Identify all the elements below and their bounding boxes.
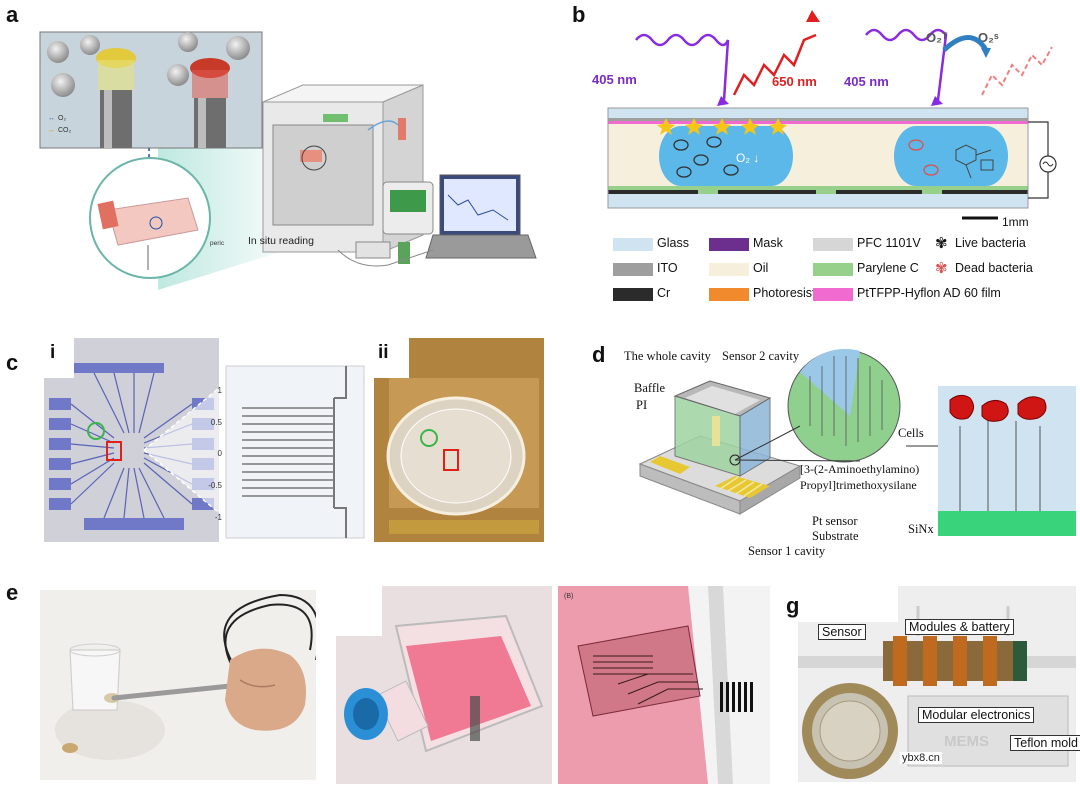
panel-a-label: a	[6, 2, 19, 27]
o2-singlet: O₂ˢ	[978, 30, 999, 45]
legend-photoresist: Photoresist	[753, 286, 816, 300]
dead-bacteria-icon: ✾	[935, 260, 948, 277]
legend-swatch-parylene	[813, 263, 853, 276]
watermark-url: ybx8.cn	[900, 752, 942, 764]
label-whole-cavity: The whole cavity	[624, 349, 711, 363]
svg-text:↔: ↔	[48, 127, 55, 134]
legend-mask: Mask	[753, 236, 783, 250]
legend-pfc: PFC 1101V	[857, 236, 921, 250]
ytick-neg1: -1	[215, 513, 223, 522]
panel-f-photo-sensor: (B)	[558, 586, 770, 784]
wavelength-405-right: 405 nm	[844, 74, 889, 89]
legend-pttfpp: PtTFPP-Hyflon AD 60 film	[857, 286, 1001, 300]
o2-decrease-label: O₂ ↓	[736, 151, 759, 165]
legend-swatch-pttfpp	[813, 288, 853, 301]
panel-b-label: b	[572, 2, 586, 27]
label-sinx: SiNx	[908, 522, 934, 536]
label-sensor1-cavity: Sensor 1 cavity	[748, 544, 826, 558]
wavelength-650: 650 nm	[772, 74, 817, 89]
peric-label: peric	[210, 240, 225, 247]
panel-c-sub-ii: ii	[378, 342, 389, 363]
label-cells: Cells	[898, 426, 924, 440]
legend-swatch-pfc	[813, 238, 853, 251]
label-modules-battery: Modules & battery	[905, 619, 1014, 635]
legend-dead-bacteria: Dead bacteria	[955, 261, 1033, 275]
ytick-neg0.5: -0.5	[208, 481, 222, 490]
label-substrate: Substrate	[812, 529, 859, 543]
legend-glass: Glass	[657, 236, 689, 250]
legend-oil: Oil	[753, 261, 769, 275]
watermark-mems: MEMS	[944, 733, 989, 750]
panel-c-sub-i: i	[50, 342, 56, 363]
inset-b-label: (B)	[564, 593, 573, 600]
ytick-0.5: 0.5	[211, 418, 223, 427]
panel-d-label: d	[592, 342, 606, 367]
label-silane-line2: Propyl]trimethoxysilane	[800, 478, 917, 492]
legend-swatch-glass	[613, 238, 653, 251]
panel-g-label: g	[786, 593, 800, 618]
in-situ-reading-label: In situ reading	[248, 235, 314, 247]
ytick-1: 1	[218, 386, 223, 395]
panel-c-label: c	[6, 350, 19, 375]
panel-b-figure: 405 nm 650 nm 405 nm O₂ᵀ O₂ˢ	[586, 0, 1080, 310]
panel-d-figure	[620, 336, 1080, 556]
o2-triplet: O₂ᵀ	[926, 30, 948, 45]
scale-bar-label: 1mm	[1002, 215, 1029, 229]
label-sensor: Sensor	[818, 624, 866, 640]
label-silane-line1: [3-(2-Aminoethylamino)	[800, 462, 920, 476]
label-pi: PI	[636, 398, 648, 412]
legend-parylene: Parylene C	[857, 261, 919, 275]
label-pt-sensor: Pt sensor	[812, 514, 858, 528]
label-baffle: Baffle	[634, 381, 666, 395]
panel-f-photo-flask	[336, 586, 552, 784]
legend-live-bacteria: Live bacteria	[955, 236, 1026, 250]
panel-b-legend: Glass Mask PFC 1101V ✾ Live bacteria ITO…	[613, 235, 1073, 310]
legend-swatch-mask	[709, 238, 749, 251]
legend-swatch-oil	[709, 263, 749, 276]
label-modular-electronics: Modular electronics	[918, 707, 1035, 723]
panel-g-photo	[798, 586, 1076, 782]
ytick-0: 0	[218, 449, 223, 458]
legend-swatch-ito	[613, 263, 653, 276]
panel-e-label: e	[6, 580, 19, 605]
wavelength-405-left: 405 nm	[592, 72, 637, 87]
gas-label-o2: O₂	[58, 115, 66, 122]
panel-c-figure: 1 0.5 0 -0.5 -1	[44, 338, 544, 542]
svg-text:↔: ↔	[48, 115, 55, 122]
legend-swatch-cr	[613, 288, 653, 301]
label-teflon-mold: Teflon mold	[1010, 735, 1080, 751]
gas-label-co2: CO₂	[58, 127, 72, 134]
legend-cr: Cr	[657, 286, 671, 300]
label-sensor2-cavity: Sensor 2 cavity	[722, 349, 800, 363]
panel-a-figure: ↔ O₂ ↔ CO₂ peric In situ readi	[38, 30, 538, 290]
panel-e-photo	[40, 590, 320, 780]
live-bacteria-icon: ✾	[935, 235, 948, 252]
legend-swatch-photoresist	[709, 288, 749, 301]
legend-ito: ITO	[657, 261, 678, 275]
